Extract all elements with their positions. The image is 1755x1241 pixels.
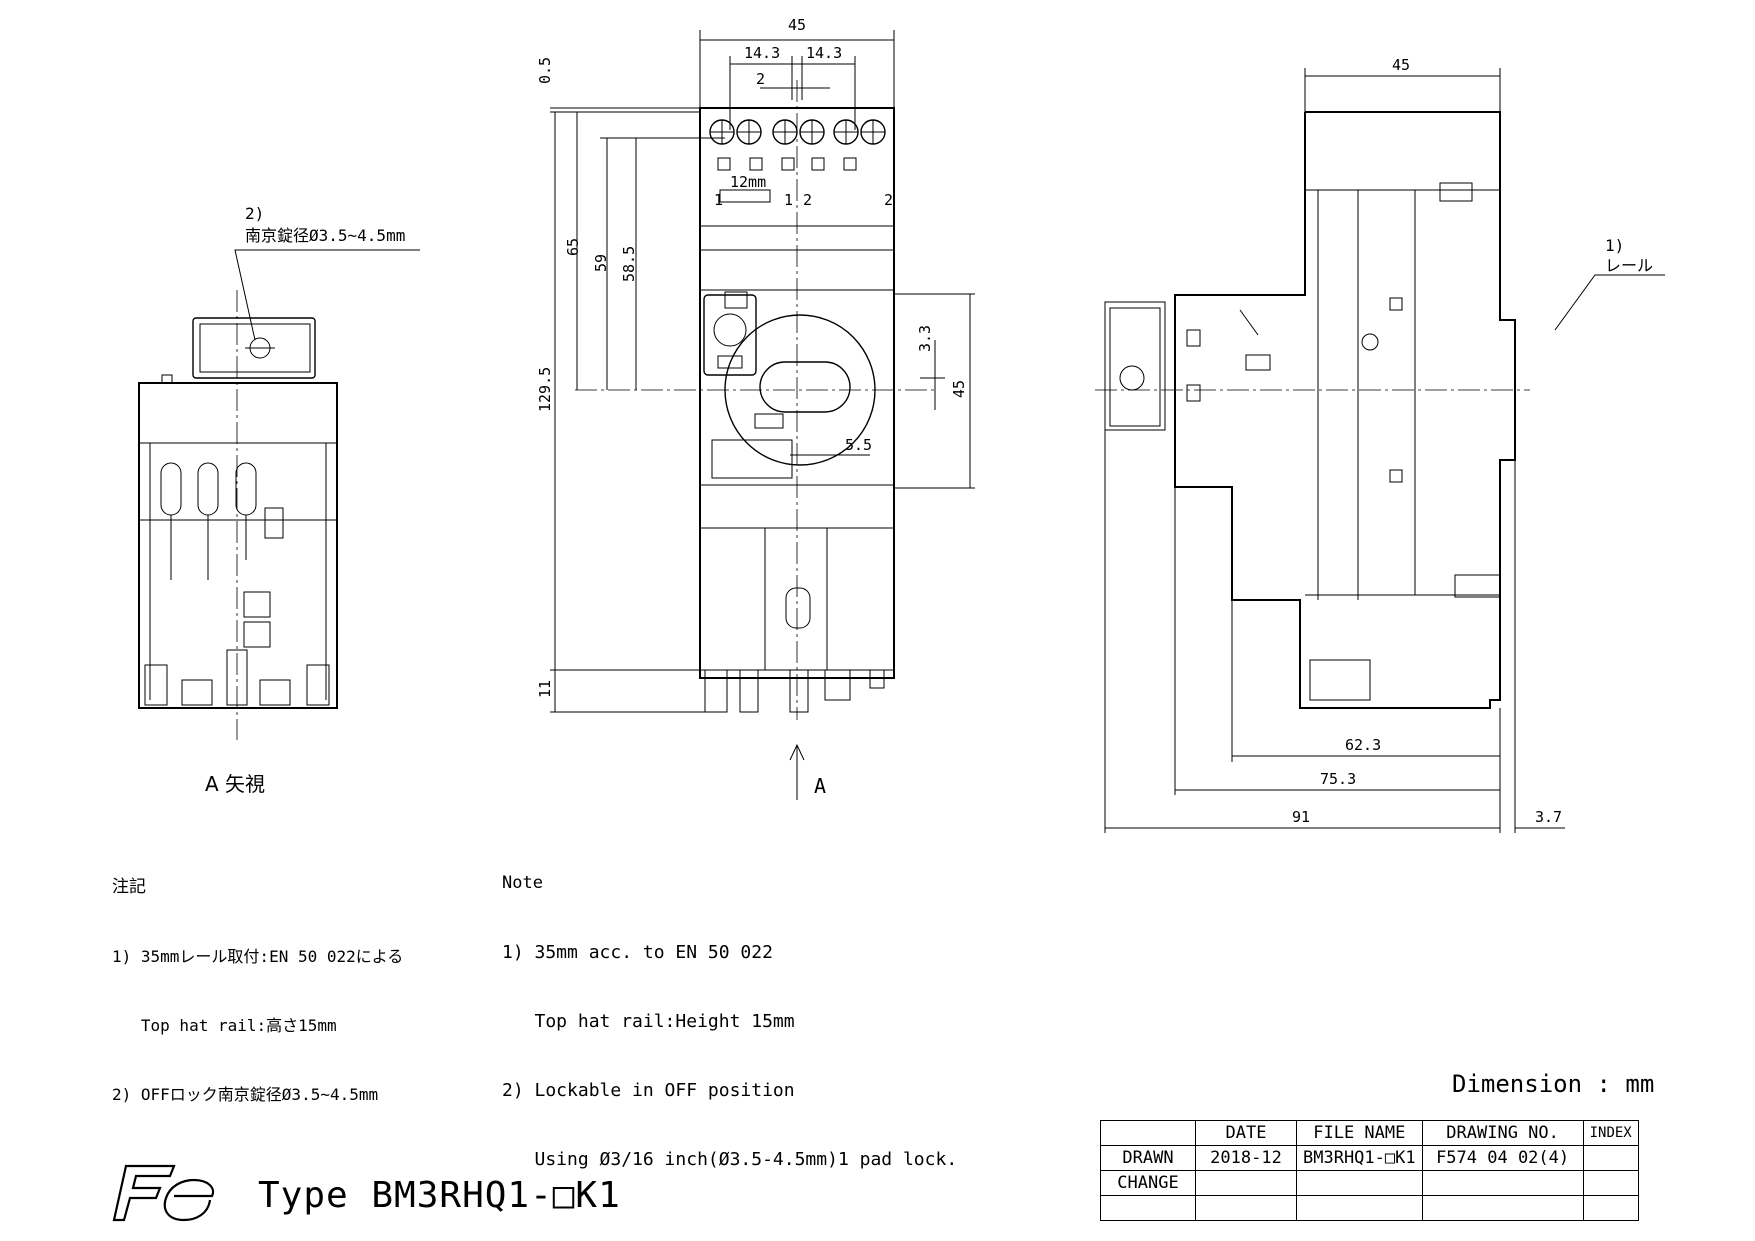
front-view-drawing: 1 1 2 2 12mm [575,80,935,720]
title-drawn-file-name: BM3RHQ1-□K1 [1296,1145,1423,1171]
title-change-drawing-no [1421,1170,1584,1196]
dim-side-d75-3: 75.3 [1320,770,1356,788]
dim-front-h65: 65 [564,238,582,256]
title-blank-1 [1100,1195,1196,1221]
notes-ja-line1: 1) 35mmレール取付:EN 50 022による [112,947,404,966]
svg-text:2: 2 [803,191,812,209]
dim-front-pitch-right: 14.3 [806,44,842,62]
notes-en-line1b: Top hat rail:Height 15mm [502,1011,795,1032]
dim-front-gap: 2 [756,70,765,88]
title-drawn-label: DRAWN [1100,1145,1196,1171]
notes-en-line2b: Using Ø3/16 inch(Ø3.5-4.5mm)1 pad lock. [502,1149,958,1170]
title-block-drawn-row: DRAWN 2018-12 BM3RHQ1-□K1 F574 04 02(4) [1100,1145,1639,1171]
title-blank-3 [1296,1195,1423,1221]
notes-en-line2: 2) Lockable in OFF position [502,1080,795,1101]
notes-japanese: 注記 1) 35mmレール取付:EN 50 022による Top hat rai… [112,830,403,1129]
title-block: DATE FILE NAME DRAWING NO. INDEX DRAWN 2… [1100,1120,1639,1221]
view-a-drawing [138,290,338,740]
title-blank-5 [1582,1195,1639,1221]
svg-text:2: 2 [884,191,893,209]
title-header-file-name: FILE NAME [1296,1120,1423,1146]
title-blank-2 [1195,1195,1297,1221]
dim-front-width: 45 [788,16,806,34]
title-drawn-index [1582,1145,1639,1171]
title-change-date [1195,1170,1297,1196]
side-view-drawing [1104,111,1516,709]
dim-front-top-offset: 0.5 [536,57,554,84]
title-change-index [1582,1170,1639,1196]
dim-side-width: 45 [1392,56,1410,74]
fuji-electric-logo-icon [112,1164,215,1222]
title-drawn-date: 2018-12 [1195,1145,1297,1171]
title-block-blank-row [1100,1195,1639,1221]
title-header-date: DATE [1195,1120,1297,1146]
title-change-file-name [1296,1170,1423,1196]
title-block-change-row: CHANGE [1100,1170,1639,1196]
notes-english: Note 1) 35mm acc. to EN 50 022 Top hat r… [502,826,957,1194]
dim-front-h58-5: 58.5 [620,246,638,282]
dim-front-knob-height: 45 [950,380,968,398]
dim-front-h59: 59 [592,254,610,272]
title-header-index: INDEX [1582,1120,1639,1146]
dim-side-d62-3: 62.3 [1345,736,1381,754]
notes-ja-heading: 注記 [112,877,146,897]
type-label: Type BM3RHQ1-□K1 [258,1175,621,1216]
title-blank-4 [1421,1195,1584,1221]
notes-en-heading: Note [502,873,543,893]
dim-front-pitch-left: 14.3 [744,44,780,62]
dim-side-d3-7: 3.7 [1535,808,1562,826]
dimension-unit: Dimension : mm [1452,1070,1655,1098]
title-change-label: CHANGE [1100,1170,1196,1196]
notes-ja-line1b: Top hat rail:高さ15mm [112,1016,337,1035]
svg-text:1: 1 [784,191,793,209]
front-dimension-lines [550,30,975,713]
title-header-blank [1100,1120,1196,1146]
padlock-callout: 2) 南京錠径Ø3.5~4.5mm [245,204,406,245]
dim-front-height-total: 129.5 [536,367,554,412]
dim-side-d91: 91 [1292,808,1310,826]
notes-en-line1: 1) 35mm acc. to EN 50 022 [502,942,773,963]
view-a-label: A 矢視 [205,772,266,796]
rail-callout: 1) レール [1605,236,1654,275]
notes-ja-line2: 2) OFFロック南京錠径Ø3.5~4.5mm [112,1085,379,1104]
dim-front-bottom: 11 [536,680,554,698]
dim-front-window: 5.5 [845,436,872,454]
arrow-a-label: A [814,774,827,798]
title-block-header-row: DATE FILE NAME DRAWING NO. INDEX [1100,1120,1639,1146]
title-header-drawing-no: DRAWING NO. [1421,1120,1584,1146]
svg-text:1: 1 [714,191,723,209]
side-dimension-lines [1104,68,1565,833]
terminal-12mm: 12mm [730,173,766,191]
title-drawn-drawing-no: F574 04 02(4) [1421,1145,1584,1171]
dim-front-knob-offset: 3.3 [916,325,934,352]
